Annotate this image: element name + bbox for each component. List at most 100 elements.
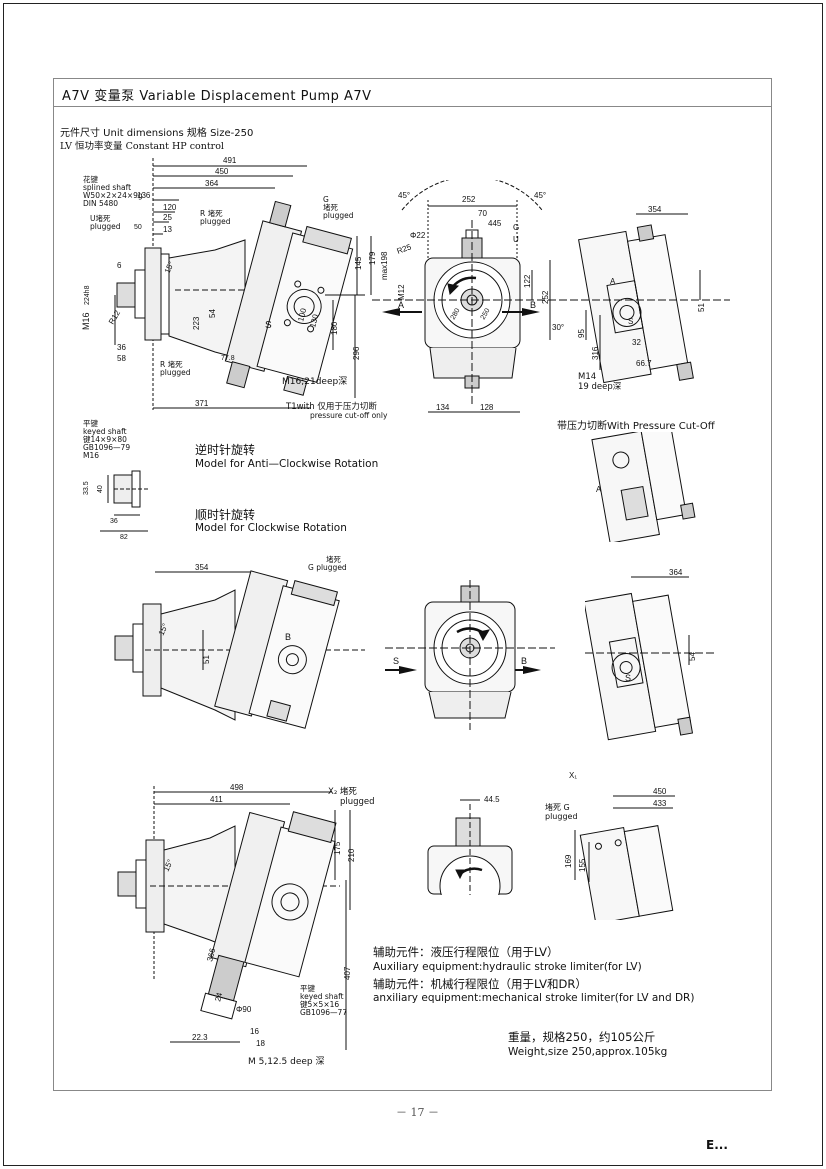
front-port-a: A (398, 300, 404, 310)
bottom-right-dim-450: 450 (653, 787, 667, 796)
dim-54: 54 (208, 309, 217, 318)
m16-deep-note: M16;21deep深 (282, 377, 348, 387)
dim-364: 364 (205, 179, 219, 188)
bottom-front-dim-44-5: 44.5 (484, 795, 500, 804)
page-title: A7V 变量泵 Variable Displacement Pump A7V (62, 89, 372, 104)
front-dim-252: 252 (462, 195, 476, 204)
x2-note: X₂ 堵死 plugged (328, 787, 375, 807)
bottom-right-g-cn: 堵死 G (545, 803, 570, 812)
keyed-note-gb: GB1096—79 (83, 443, 131, 452)
page-frame (3, 3, 823, 1166)
dim-136: 136 (137, 191, 151, 200)
r-plugged-top-cn: R 堵死 (200, 209, 223, 218)
spline-note-en: splined shaft (83, 183, 132, 192)
aux-hydraulic-en: Auxiliary equipment:hydraulic stroke lim… (373, 961, 642, 973)
r-plugged-bottom-en: plugged (160, 368, 191, 377)
bottom-dim-407: 407 (343, 966, 352, 980)
bottom-keyed-note: 平键 keyed shaft 键5×5×16 GB1096—77 (300, 985, 347, 1017)
aux-mechanical-cn: 辅助元件：机械行程限位（用于LV和DR） (373, 977, 587, 991)
dim-m16: M16 (81, 312, 91, 330)
dim-50: 50 (134, 224, 142, 231)
front-dim-128: 128 (480, 403, 494, 412)
keyed-note-cn: 平键 (83, 419, 98, 428)
page-number: － 17 － (396, 1106, 439, 1119)
weight-cn: 重量，规格250，约105公斤 (508, 1030, 656, 1044)
right-dim-354: 354 (648, 205, 662, 214)
bottom-dim-22-3: 22.3 (192, 1033, 208, 1042)
bottom-right-g-note: 堵死 G plugged (545, 803, 578, 821)
subtitle-size: 元件尺寸 Unit dimensions 规格 Size-250 (60, 128, 254, 139)
dim-max198: max198 (380, 251, 389, 280)
dim-120: 120 (163, 203, 177, 212)
dim-179: 179 (368, 251, 377, 265)
dim-491: 491 (223, 156, 237, 165)
r-plugged-bottom-note: R 堵死 plugged (160, 361, 191, 377)
mid-dim-354: 354 (195, 563, 209, 572)
front-port-u: U (513, 235, 519, 244)
dim-6: 6 (117, 261, 122, 270)
bottom-dim-18: 18 (256, 1039, 265, 1048)
x2-note-en: plugged (340, 797, 375, 807)
mid-right-dim-54: 54 (688, 652, 697, 661)
dim-130: 130 (308, 313, 320, 329)
front-dim-30deg: 30° (552, 323, 564, 332)
bottom-right-x1: X₁ (569, 771, 577, 780)
keyed-shaft-detail: 33.5 40 36 82 (83, 470, 150, 540)
dim-77-8: 77.8 (221, 355, 235, 362)
clockwise-en: Model for Clockwise Rotation (195, 522, 347, 534)
spline-note-spec: W50×2×24×9g (83, 191, 143, 200)
bottom-right-dim-433: 433 (653, 799, 667, 808)
bottom-dim-175: 175 (333, 841, 342, 855)
middle-left-view: 354 15° 51 B (114, 563, 365, 729)
front-dim-m12: M12 (397, 284, 406, 300)
dim-25: 25 (163, 213, 172, 222)
port-s: S (265, 320, 272, 331)
front-dim-r25: R25 (396, 242, 413, 256)
bottom-keyed-spec: 键5×5×16 (300, 1000, 340, 1009)
subtitle-control: LV 恒功率变量 Constant HP control (60, 141, 224, 152)
dim-r12: R12 (107, 308, 122, 326)
mid-g-note-cn: 堵死 (326, 555, 341, 564)
u-plugged-note: U堵死 plugged (90, 215, 121, 231)
keyed-note-en: keyed shaft (83, 427, 127, 436)
aux-mechanical-en: anxiliary equipment:mechanical stroke li… (373, 992, 695, 1004)
bottom-front-view: 44.5 (427, 795, 513, 895)
right-dim-32: 32 (632, 338, 641, 347)
front-dim-252v: 252 (541, 290, 550, 304)
bottom-dim-210: 210 (347, 848, 356, 862)
bottom-dim-411: 411 (210, 795, 223, 804)
dim-100: 100 (296, 307, 308, 323)
mid-dim-51: 51 (202, 655, 211, 664)
keyed-dim-33-5: 33.5 (83, 481, 90, 495)
dim-224h8: 224h8 (84, 285, 91, 305)
title-bar: A7V 变量泵 Variable Displacement Pump A7V (54, 79, 771, 107)
spline-note-din: DIN 5480 (83, 199, 119, 208)
right-port-s: S (628, 317, 633, 326)
m14-note-size: M14 (578, 372, 597, 382)
bottom-keyed-cn: 平键 (300, 984, 315, 993)
dim-36: 36 (117, 343, 126, 352)
front-dim-122: 122 (523, 274, 532, 288)
right-port-a: A (610, 277, 616, 286)
g-plugged-en: plugged (323, 211, 354, 220)
top-right-view: 354 A 51 95 316 32 66.7 S (570, 205, 730, 384)
mid-g-note: 堵死 G plugged (308, 556, 347, 572)
right-dim-51: 51 (697, 303, 706, 312)
mid-port-b: B (285, 632, 291, 642)
corner-mark: E... (706, 1138, 728, 1152)
r-plugged-top-en: plugged (200, 217, 231, 226)
front-dim-280: 280 (450, 307, 462, 321)
front-port-g: G (513, 223, 519, 232)
bottom-dim-phi90: Φ90 (236, 1005, 252, 1014)
keyed-note-m16: M16 (83, 451, 100, 460)
weight-en: Weight,size 250,approx.105kg (508, 1046, 668, 1058)
front-dim-250: 250 (480, 307, 492, 321)
t1-note: T1with 仅用于压力切断 pressure cut-off only (286, 402, 387, 420)
front-dim-phi22: Φ22 (410, 231, 426, 240)
clockwise-cn: 顺时针旋转 (195, 508, 256, 522)
front-dim-70: 70 (478, 209, 487, 218)
anti-clockwise-cn: 逆时针旋转 (195, 443, 256, 457)
dim-13: 13 (163, 225, 172, 234)
bottom-keyed-gb: GB1096—77 (300, 1008, 348, 1017)
middle-front-view: S B (385, 580, 555, 730)
